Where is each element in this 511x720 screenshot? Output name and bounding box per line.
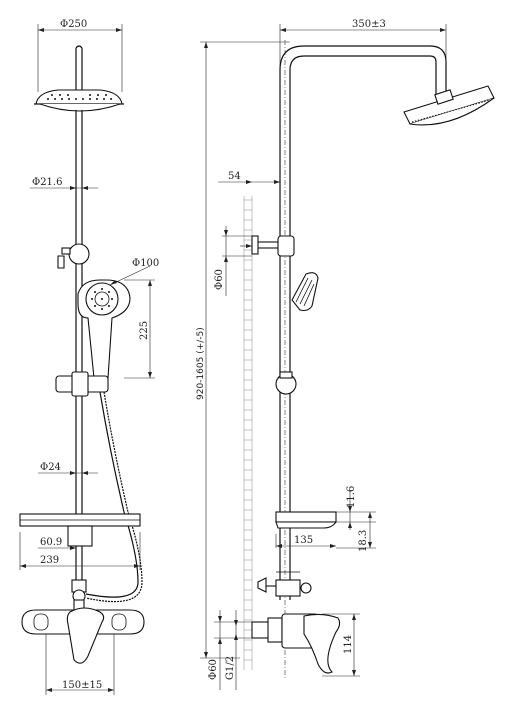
mixer-front: 150±15 (21, 579, 145, 695)
escutcheon-diameter-label: Φ60 (208, 659, 219, 680)
rain-shower-head-side (403, 85, 495, 126)
diverter-side (257, 571, 312, 597)
bracket-diameter-label: Φ60 (214, 269, 225, 290)
lower-pipe-diameter-dimension: Φ24 (38, 462, 98, 475)
thread-label: G1/2 (225, 656, 236, 680)
total-height-dimension: 920-1605 (+/-5) (196, 41, 290, 659)
pipe-diameter-dimension: Φ21.6 (30, 177, 98, 190)
shelf-offset-label: 60.9 (40, 537, 62, 548)
shower-hose-front (85, 391, 143, 603)
side-view: 920-1605 (+/-5) 350±3 54 (196, 19, 495, 690)
wall-offset-dimension: 54 (218, 171, 280, 184)
shelf-height-label: 18.3 (358, 530, 369, 552)
mixer-side: 114 Φ60 G1/2 (208, 610, 360, 690)
shelf-side: 11.6 18.3 135 (275, 486, 376, 552)
front-view: Φ250 Φ21 (19, 19, 159, 695)
slide-bracket-front (55, 371, 109, 397)
pipe-diameter-label: Φ21.6 (32, 177, 62, 188)
rain-shower-head-front (34, 45, 124, 112)
slide-knob-side (275, 371, 297, 395)
hand-shower-front: Φ100 225 (77, 258, 159, 379)
handshower-length-label: 225 (139, 321, 150, 340)
lower-pipe-diameter-label: Φ24 (40, 462, 61, 473)
head-diameter-label: Φ250 (60, 19, 87, 30)
head-diameter-dimension: Φ250 (37, 19, 123, 92)
shelf-front: 60.9 239 (19, 513, 141, 570)
shelf-thickness-label: 11.6 (346, 486, 357, 508)
arm-reach-dimension: 350±3 (279, 19, 447, 90)
centers-label: 150±15 (62, 680, 102, 691)
total-height-label: 920-1605 (+/-5) (196, 327, 206, 400)
shelf-depth-label: 135 (294, 535, 313, 546)
wall-bracket-side: Φ60 (214, 226, 295, 296)
hand-shower-side (291, 272, 319, 312)
wall-hatch (243, 196, 253, 670)
diverter-knob (57, 243, 90, 269)
arm-reach-label: 350±3 (352, 19, 386, 30)
shelf-width-label: 239 (40, 555, 59, 566)
wall-offset-label: 54 (228, 171, 241, 182)
handshower-diameter-label: Φ100 (132, 258, 159, 269)
riser-pipe-front (75, 110, 83, 590)
mixer-height-label: 114 (343, 635, 354, 654)
